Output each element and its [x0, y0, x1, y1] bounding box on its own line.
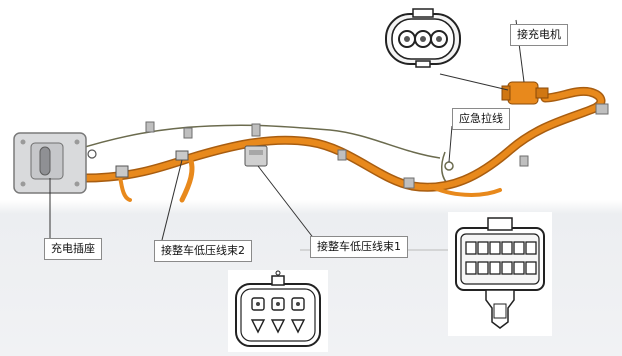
- label-lv-harness-2: 接整车低压线束2: [154, 240, 252, 262]
- main-harness: [80, 86, 606, 203]
- leader-lv-harness-1: [257, 165, 319, 245]
- 6-pin-connector-icon: [228, 270, 328, 352]
- lv-connector-1: [244, 145, 268, 167]
- label-charging-socket: 充电插座: [44, 238, 102, 260]
- leader-emergency-pull: [448, 125, 453, 163]
- clip: [337, 149, 347, 161]
- label-emergency-pull-cord: 应急拉线: [452, 108, 510, 130]
- secondary-wire: [74, 124, 441, 159]
- clip: [595, 103, 609, 115]
- round-3-pin-connector-icon: [380, 6, 466, 70]
- label-lv-harness-1: 接整车低压线束1: [310, 236, 408, 258]
- 12-pin-connector-icon: [448, 212, 552, 336]
- clip: [183, 127, 193, 139]
- leader-charger-inset: [439, 73, 509, 91]
- clip: [403, 177, 415, 189]
- charging-socket: [13, 132, 97, 194]
- clip: [145, 121, 155, 133]
- emergency-pull-ring: [444, 161, 454, 171]
- charger-connector: [501, 81, 549, 105]
- clip: [251, 123, 261, 137]
- leader-lv-harness-2: [161, 159, 183, 241]
- harness-clips: [145, 103, 609, 189]
- label-charger-connection: 接充电机: [510, 24, 568, 46]
- clip: [519, 155, 529, 167]
